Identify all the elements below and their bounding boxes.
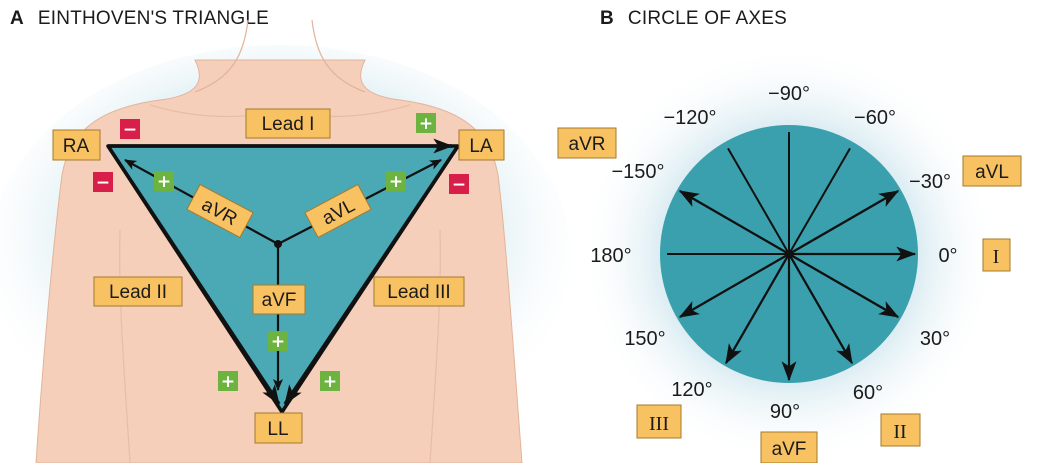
panel-a-letter: A	[10, 8, 24, 29]
lead-box-avl: aVL	[962, 155, 1022, 187]
lead-ii-arrow	[106, 145, 281, 406]
lead-iii-label: Lead III	[373, 276, 465, 307]
svg-text:aVL: aVL	[975, 162, 1009, 183]
arm-line-right	[429, 229, 441, 463]
svg-text:Lead III: Lead III	[387, 282, 450, 303]
neck-line-right	[311, 19, 366, 93]
panel-a-title: A EINTHOVEN'S TRIANGLE	[10, 8, 269, 30]
angle-label-minus-30: −30°	[909, 171, 951, 193]
svg-text:+: +	[323, 372, 337, 392]
plus-sign-avr: +	[154, 171, 174, 192]
axis-arrow-lead-ii-60	[788, 253, 853, 365]
plus-sign-lead-ii: +	[218, 371, 238, 392]
axis-center	[785, 250, 793, 258]
plus-sign-avl: +	[386, 171, 406, 192]
panel-b-title-text: CIRCLE OF AXES	[627, 8, 787, 29]
electrode-la: LA	[458, 129, 505, 161]
lead-i-label: Lead I	[245, 108, 331, 139]
avf-label: aVF	[252, 284, 306, 315]
axis-arrow-avr	[678, 190, 790, 255]
angle-label-60: 60°	[853, 382, 883, 404]
axis-arrow-avl	[788, 190, 900, 255]
electrode-ra: RA	[52, 129, 101, 161]
angle-label-minus-120: −120°	[663, 107, 716, 129]
lead-iii-arrow	[283, 145, 460, 406]
panel-b-title: B CIRCLE OF AXES	[600, 8, 787, 30]
svg-text:Lead I: Lead I	[262, 114, 315, 135]
angle-label-150: 150°	[624, 328, 665, 350]
svg-text:I: I	[993, 246, 1000, 268]
minus-sign-lead-ii: −	[93, 172, 113, 193]
svg-text:+: +	[221, 372, 235, 392]
svg-text:−: −	[123, 120, 137, 140]
svg-text:aVF: aVF	[262, 290, 297, 311]
svg-text:+: +	[271, 332, 285, 352]
plus-sign-lead-iii: +	[320, 371, 340, 392]
lead-box-iii: III	[636, 404, 682, 439]
axis-arrow-lead-ii	[788, 253, 900, 318]
panel-a: Lead I Lead II Lead III aVF aVR aVL RA	[0, 19, 570, 463]
svg-text:+: +	[157, 172, 171, 192]
axis-arrow-avr-150	[678, 253, 790, 318]
central-terminal	[274, 240, 282, 248]
angle-label-0: 0°	[938, 245, 957, 267]
minus-sign-lead-iii: −	[449, 174, 469, 195]
angle-label-180: 180°	[590, 245, 631, 267]
plus-sign-lead-i: +	[416, 113, 436, 134]
svg-text:aVR: aVR	[569, 134, 606, 155]
axis-arrow-lead-iii	[725, 253, 790, 365]
arm-line-left	[119, 229, 131, 463]
svg-text:+: +	[389, 172, 403, 192]
svg-text:LL: LL	[267, 419, 288, 440]
svg-text:−: −	[96, 173, 110, 193]
angle-label-minus-60: −60°	[854, 107, 896, 129]
svg-text:LA: LA	[469, 136, 493, 157]
panel-b: −90° −120° −60° −150° −30° 180° 0° 150° …	[557, 44, 1022, 463]
angle-label-minus-90: −90°	[768, 83, 810, 105]
lead-box-avf: aVF	[760, 431, 818, 463]
lead-ii-label: Lead II	[93, 276, 183, 307]
lead-box-i: I	[982, 238, 1011, 272]
svg-text:Lead II: Lead II	[109, 282, 167, 303]
angle-label-30: 30°	[920, 328, 950, 350]
angle-label-minus-150: −150°	[611, 161, 664, 183]
panel-a-title-text: EINTHOVEN'S TRIANGLE	[37, 8, 270, 29]
lead-box-ii: II	[880, 413, 921, 447]
electrode-ll: LL	[254, 412, 303, 444]
svg-text:+: +	[419, 114, 433, 134]
svg-text:II: II	[893, 421, 906, 443]
plus-sign-avf: +	[268, 331, 288, 352]
svg-text:−: −	[452, 175, 466, 195]
angle-label-90: 90°	[770, 401, 800, 423]
angle-label-120: 120°	[671, 379, 712, 401]
minus-sign-lead-i: −	[120, 119, 140, 140]
panel-b-letter: B	[600, 8, 614, 29]
svg-text:III: III	[649, 413, 669, 435]
svg-text:aVF: aVF	[772, 439, 807, 460]
neck-line-left	[194, 19, 249, 93]
lead-box-avr: aVR	[557, 127, 617, 159]
svg-text:RA: RA	[63, 136, 90, 157]
